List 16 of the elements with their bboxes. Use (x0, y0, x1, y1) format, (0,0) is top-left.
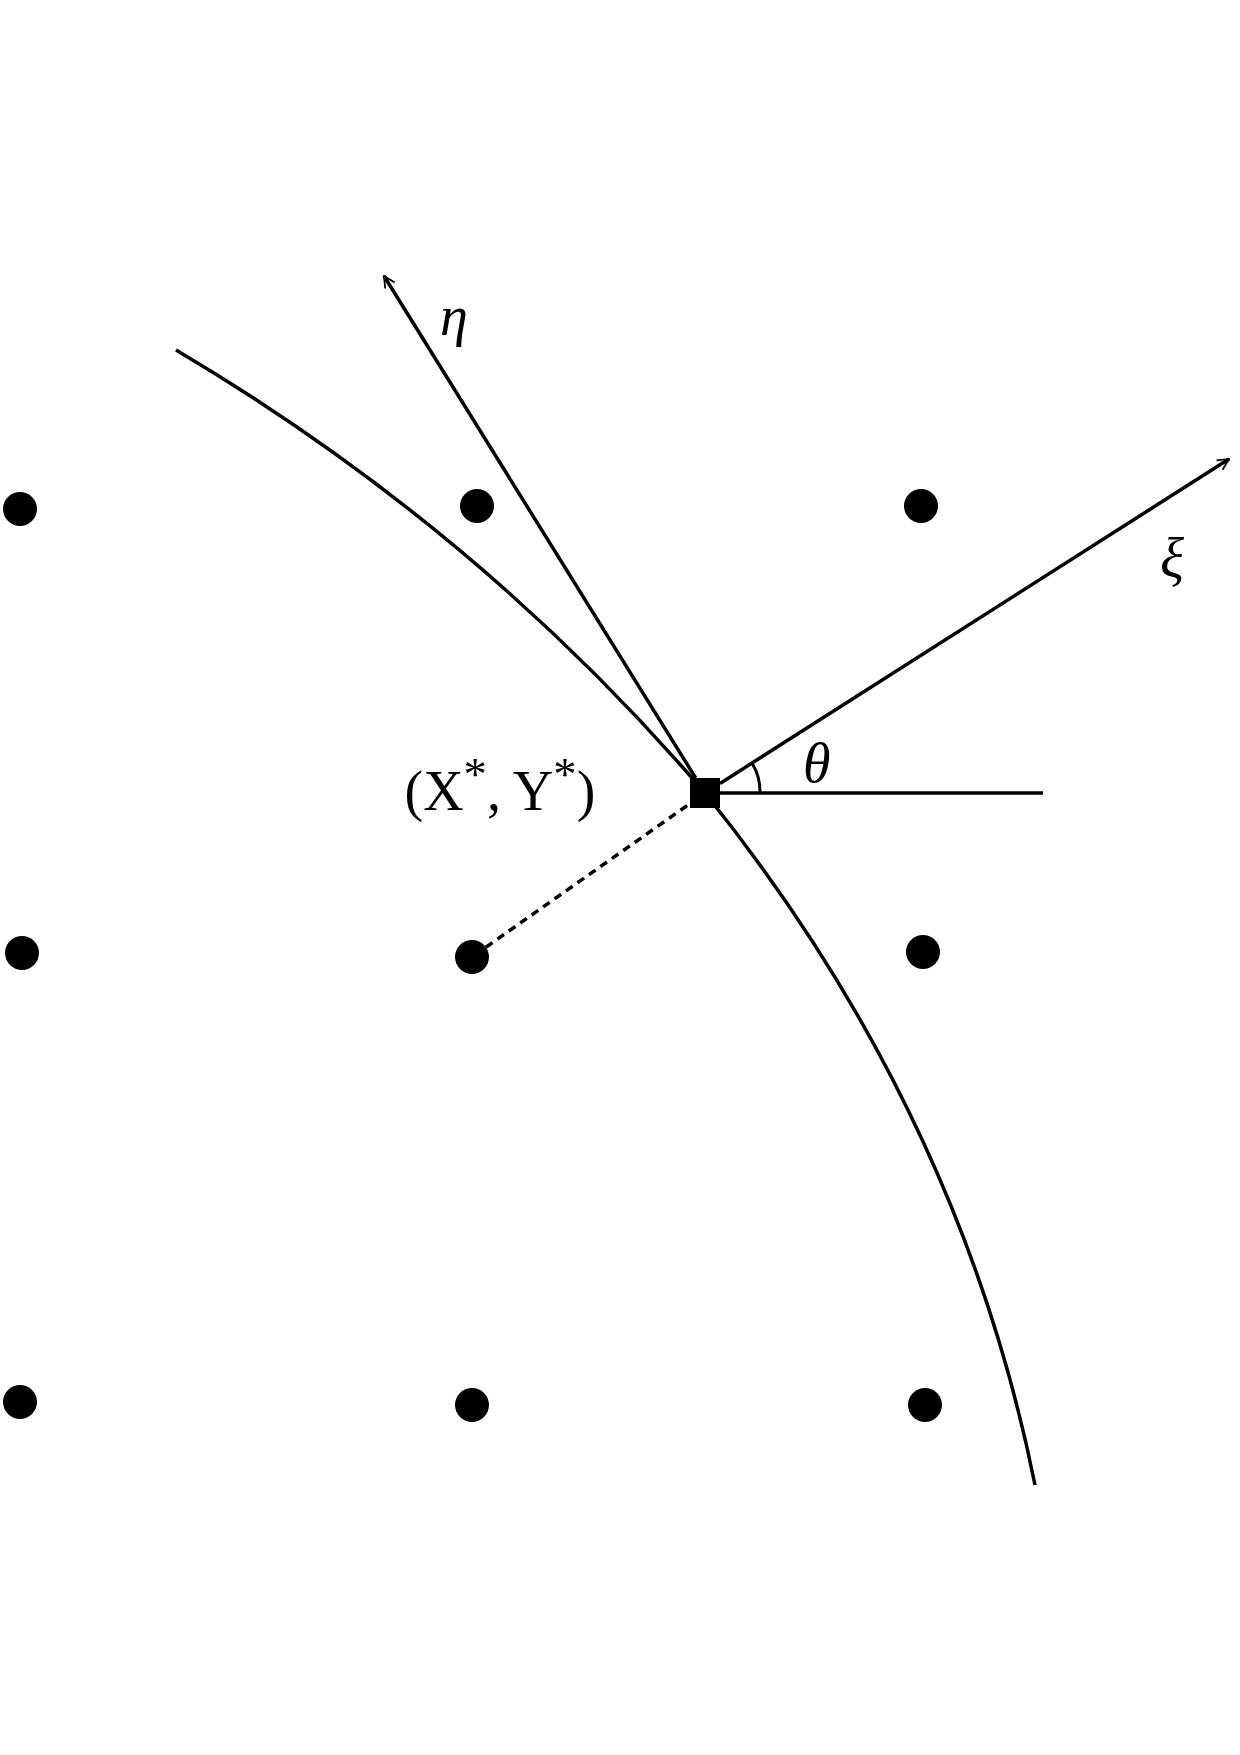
grid-point (904, 489, 938, 523)
grid-point (460, 489, 494, 523)
grid-point (455, 1388, 489, 1422)
grid-point (906, 935, 940, 969)
point-marker (690, 778, 720, 808)
dashed-line (484, 802, 691, 949)
grid-point (3, 492, 37, 526)
axis-arrow (719, 457, 1230, 785)
grid-point (3, 1385, 37, 1419)
grid-point (908, 1388, 942, 1422)
grid-point (455, 940, 489, 974)
angle-label: θ (803, 735, 831, 791)
reference-line (720, 791, 1043, 795)
axis-label: ξ (1160, 530, 1184, 586)
grid-point (5, 936, 39, 970)
axis-arrow (382, 275, 698, 779)
